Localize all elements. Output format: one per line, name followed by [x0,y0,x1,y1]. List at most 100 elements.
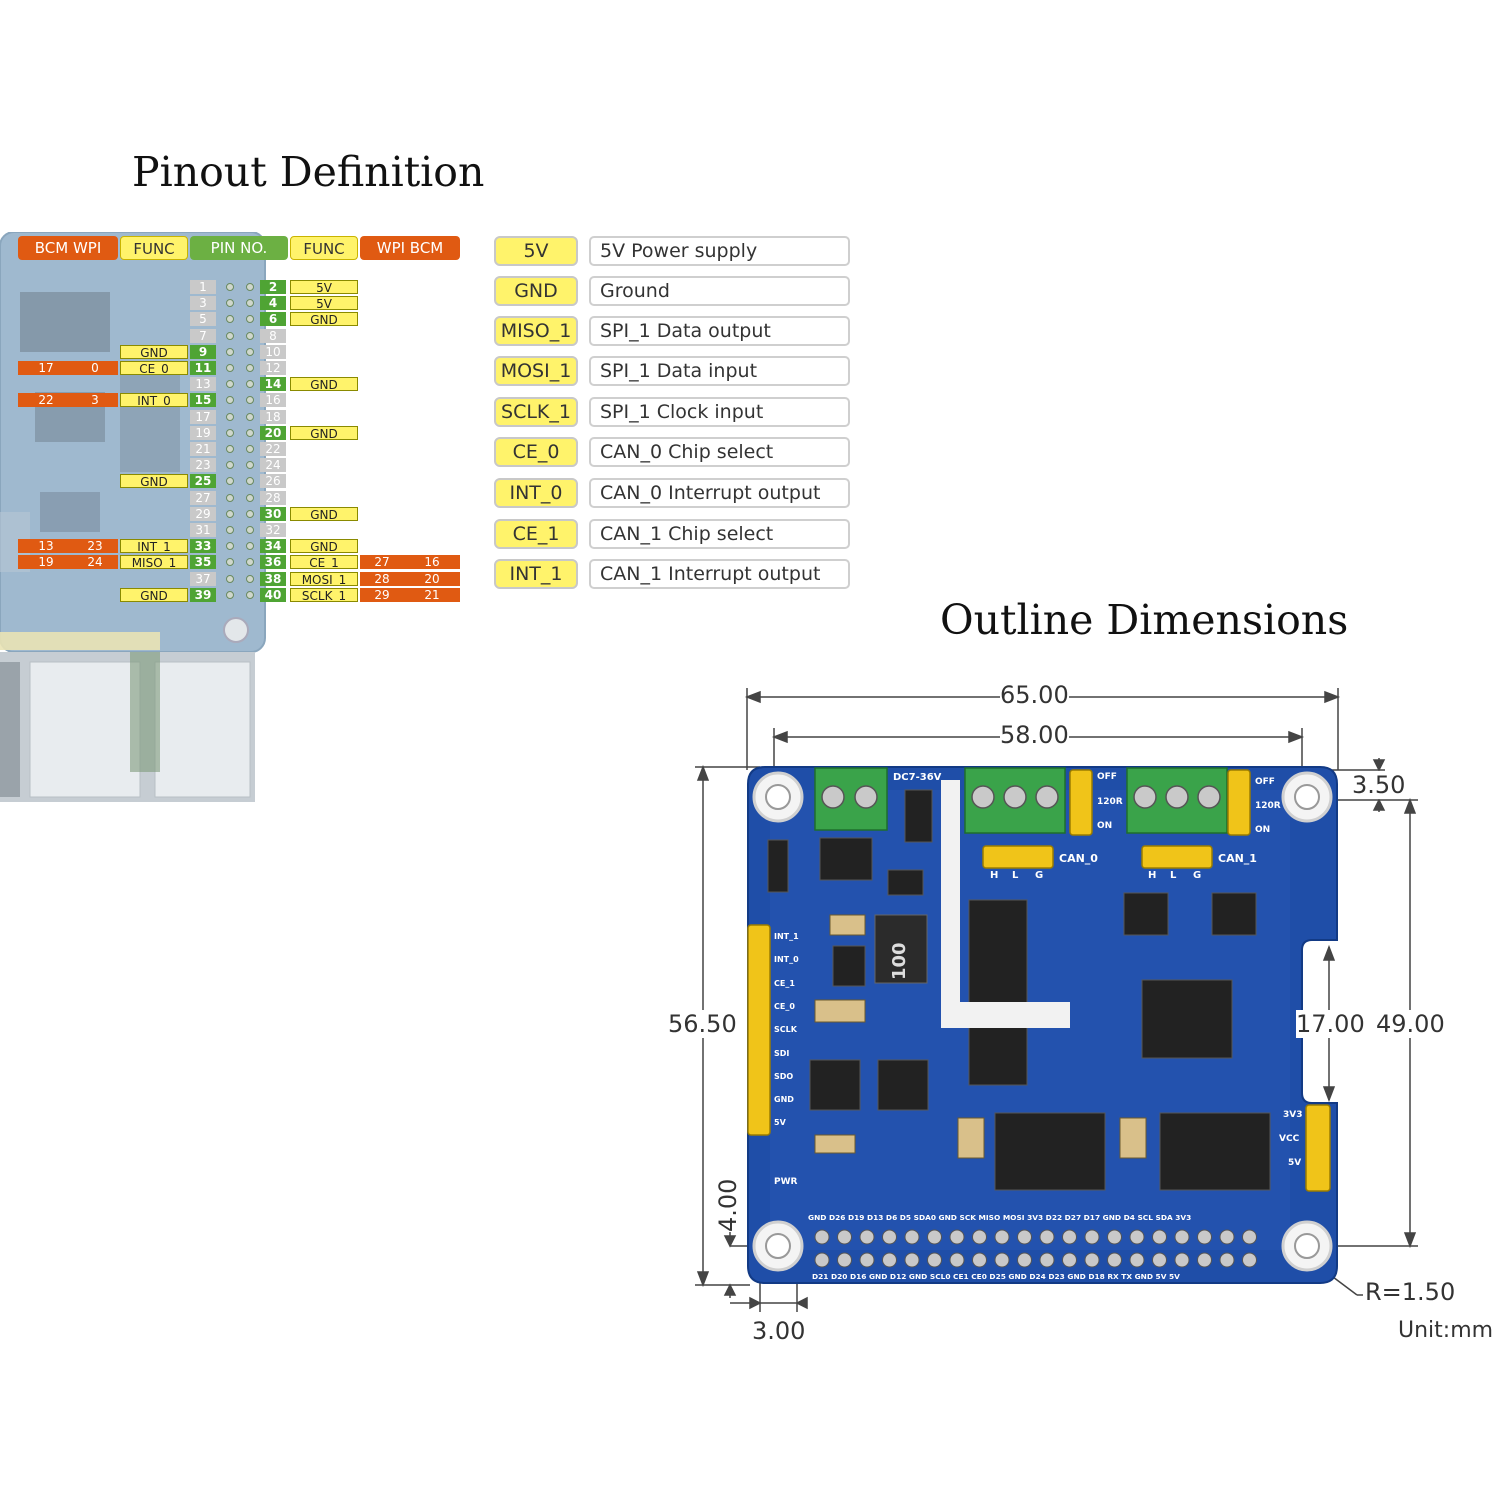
gpio-header-pin [1084,1229,1100,1245]
pin-number-22: 22 [260,442,286,456]
gpio-header-pin [1017,1252,1032,1268]
bcm-right-pin-36: 16 [404,555,460,569]
gpio-header-pin [1129,1252,1145,1268]
gpio-header-pin [837,1229,852,1245]
pin-number-35: 35 [190,555,216,569]
bcm-right-pin-40: 21 [404,588,460,602]
header-pin-dot [226,494,234,502]
header-pin-dot [246,461,254,469]
label-side-pin-ce-0: CE_0 [774,1001,795,1011]
label-header-bottom-row: D21 D20 D16 GND D12 GND SCL0 CE1 CE0 D25… [812,1272,1180,1281]
func-right-pin-38: MOSI_1 [290,572,358,586]
pin-number-8: 8 [260,329,286,343]
gpio-header-pin [1062,1229,1077,1245]
label-5v: 5V [1288,1158,1302,1168]
legend-desc-sclk-1: SPI_1 Clock input [589,397,850,427]
header-bcm-wpi-left: BCM WPI [18,236,118,260]
func-left-pin-25: GND [120,474,188,488]
bcm-left-pin-35: 19 [18,555,74,569]
header-pin-dot [246,396,254,404]
legend-key-miso-1: MISO_1 [494,316,578,346]
wpi-left-pin-33: 23 [72,539,118,553]
func-left-pin-11: CE_0 [120,361,188,375]
legend-key-mosi-1: MOSI_1 [494,356,578,386]
header-pin-dot [226,283,234,291]
func-left-pin-15: INT_0 [120,393,188,407]
gpio-header-pin [814,1229,830,1245]
func-right-pin-20: GND [290,426,358,440]
pin-number-11: 11 [190,361,216,375]
label-termination-on: ON [1255,825,1271,835]
dim-width-total: 65.00 [1000,681,1069,709]
header-pin-dot [246,348,254,356]
pin-number-37: 37 [190,572,216,586]
header-pin-dot [226,477,234,485]
dim-hole-radius: R=1.50 [1365,1278,1456,1306]
gpio-header-pin [1219,1252,1235,1268]
label-can-pin-l: L [1012,870,1019,881]
pin-number-32: 32 [260,523,286,537]
header-pin-dot [226,332,234,340]
gpio-header-pin [882,1252,897,1268]
header-pin-dot [246,477,254,485]
label-side-pin-sclk: SCLK [774,1025,797,1035]
wpi-right-pin-40: 29 [360,588,404,602]
gpio-header-pin [994,1252,1010,1268]
gpio-header-pin [882,1229,897,1245]
func-left-pin-39: GND [120,588,188,602]
wpi-left-pin-15: 3 [72,393,118,407]
label-3v3: 3V3 [1283,1110,1303,1120]
outline-title: Outline Dimensions [940,596,1349,644]
header-pin-dot [226,542,234,550]
label-can-pin-g: G [1035,870,1044,881]
header-pin-no: PIN NO. [190,236,288,260]
gpio-header-pin [1107,1229,1122,1245]
header-pin-dot [226,348,234,356]
pin-number-30: 30 [260,507,286,521]
label-termination-off: OFF [1097,772,1117,782]
pin-number-31: 31 [190,523,216,537]
pin-number-17: 17 [190,410,216,424]
legend-key-sclk-1: SCLK_1 [494,397,578,427]
pin-number-4: 4 [260,296,286,310]
header-func-right: FUNC [290,236,358,260]
gpio-header-pin [1242,1252,1257,1268]
pin-number-29: 29 [190,507,216,521]
label-side-pin-ce-1: CE_1 [774,978,795,988]
pin-number-21: 21 [190,442,216,456]
header-wpi-bcm-right: WPI BCM [360,236,460,260]
label-side-pin-5v: 5V [774,1118,786,1128]
pin-number-19: 19 [190,426,216,440]
legend-key-gnd: GND [494,276,578,306]
dim-hole-spacing-x: 58.00 [1000,721,1069,749]
pin-number-36: 36 [260,555,286,569]
header-pin-dot [246,299,254,307]
label-can0: CAN_0 [1059,852,1098,865]
gpio-header-pin [972,1229,987,1245]
gpio-header-pin [949,1252,965,1268]
pin-number-28: 28 [260,491,286,505]
gpio-header-pin [1152,1252,1167,1268]
pin-number-18: 18 [260,410,286,424]
gpio-header-pin [1062,1252,1077,1268]
func-right-pin-4: 5V [290,296,358,310]
legend-key-ce-1: CE_1 [494,519,578,549]
header-pin-dot [246,494,254,502]
gpio-header-pin [859,1252,875,1268]
pin-number-27: 27 [190,491,216,505]
gpio-header-pin [1174,1229,1190,1245]
label-side-pin-int-1: INT_1 [774,932,799,941]
func-right-pin-6: GND [290,312,358,326]
label-power-input: DC7-36V [893,772,942,783]
header-pin-dot [246,526,254,534]
gpio-header-pin [904,1229,920,1245]
legend-desc-int-0: CAN_0 Interrupt output [589,478,850,508]
func-right-pin-36: CE_1 [290,555,358,569]
label-side-pin-sdi: SDI [774,1048,790,1058]
label-termination-on: ON [1097,821,1113,831]
header-pin-dot [246,380,254,388]
bcm-right-pin-38: 20 [404,572,460,586]
legend-desc-ce-0: CAN_0 Chip select [589,437,850,467]
header-pin-dot [226,558,234,566]
legend-key-int-0: INT_0 [494,478,578,508]
